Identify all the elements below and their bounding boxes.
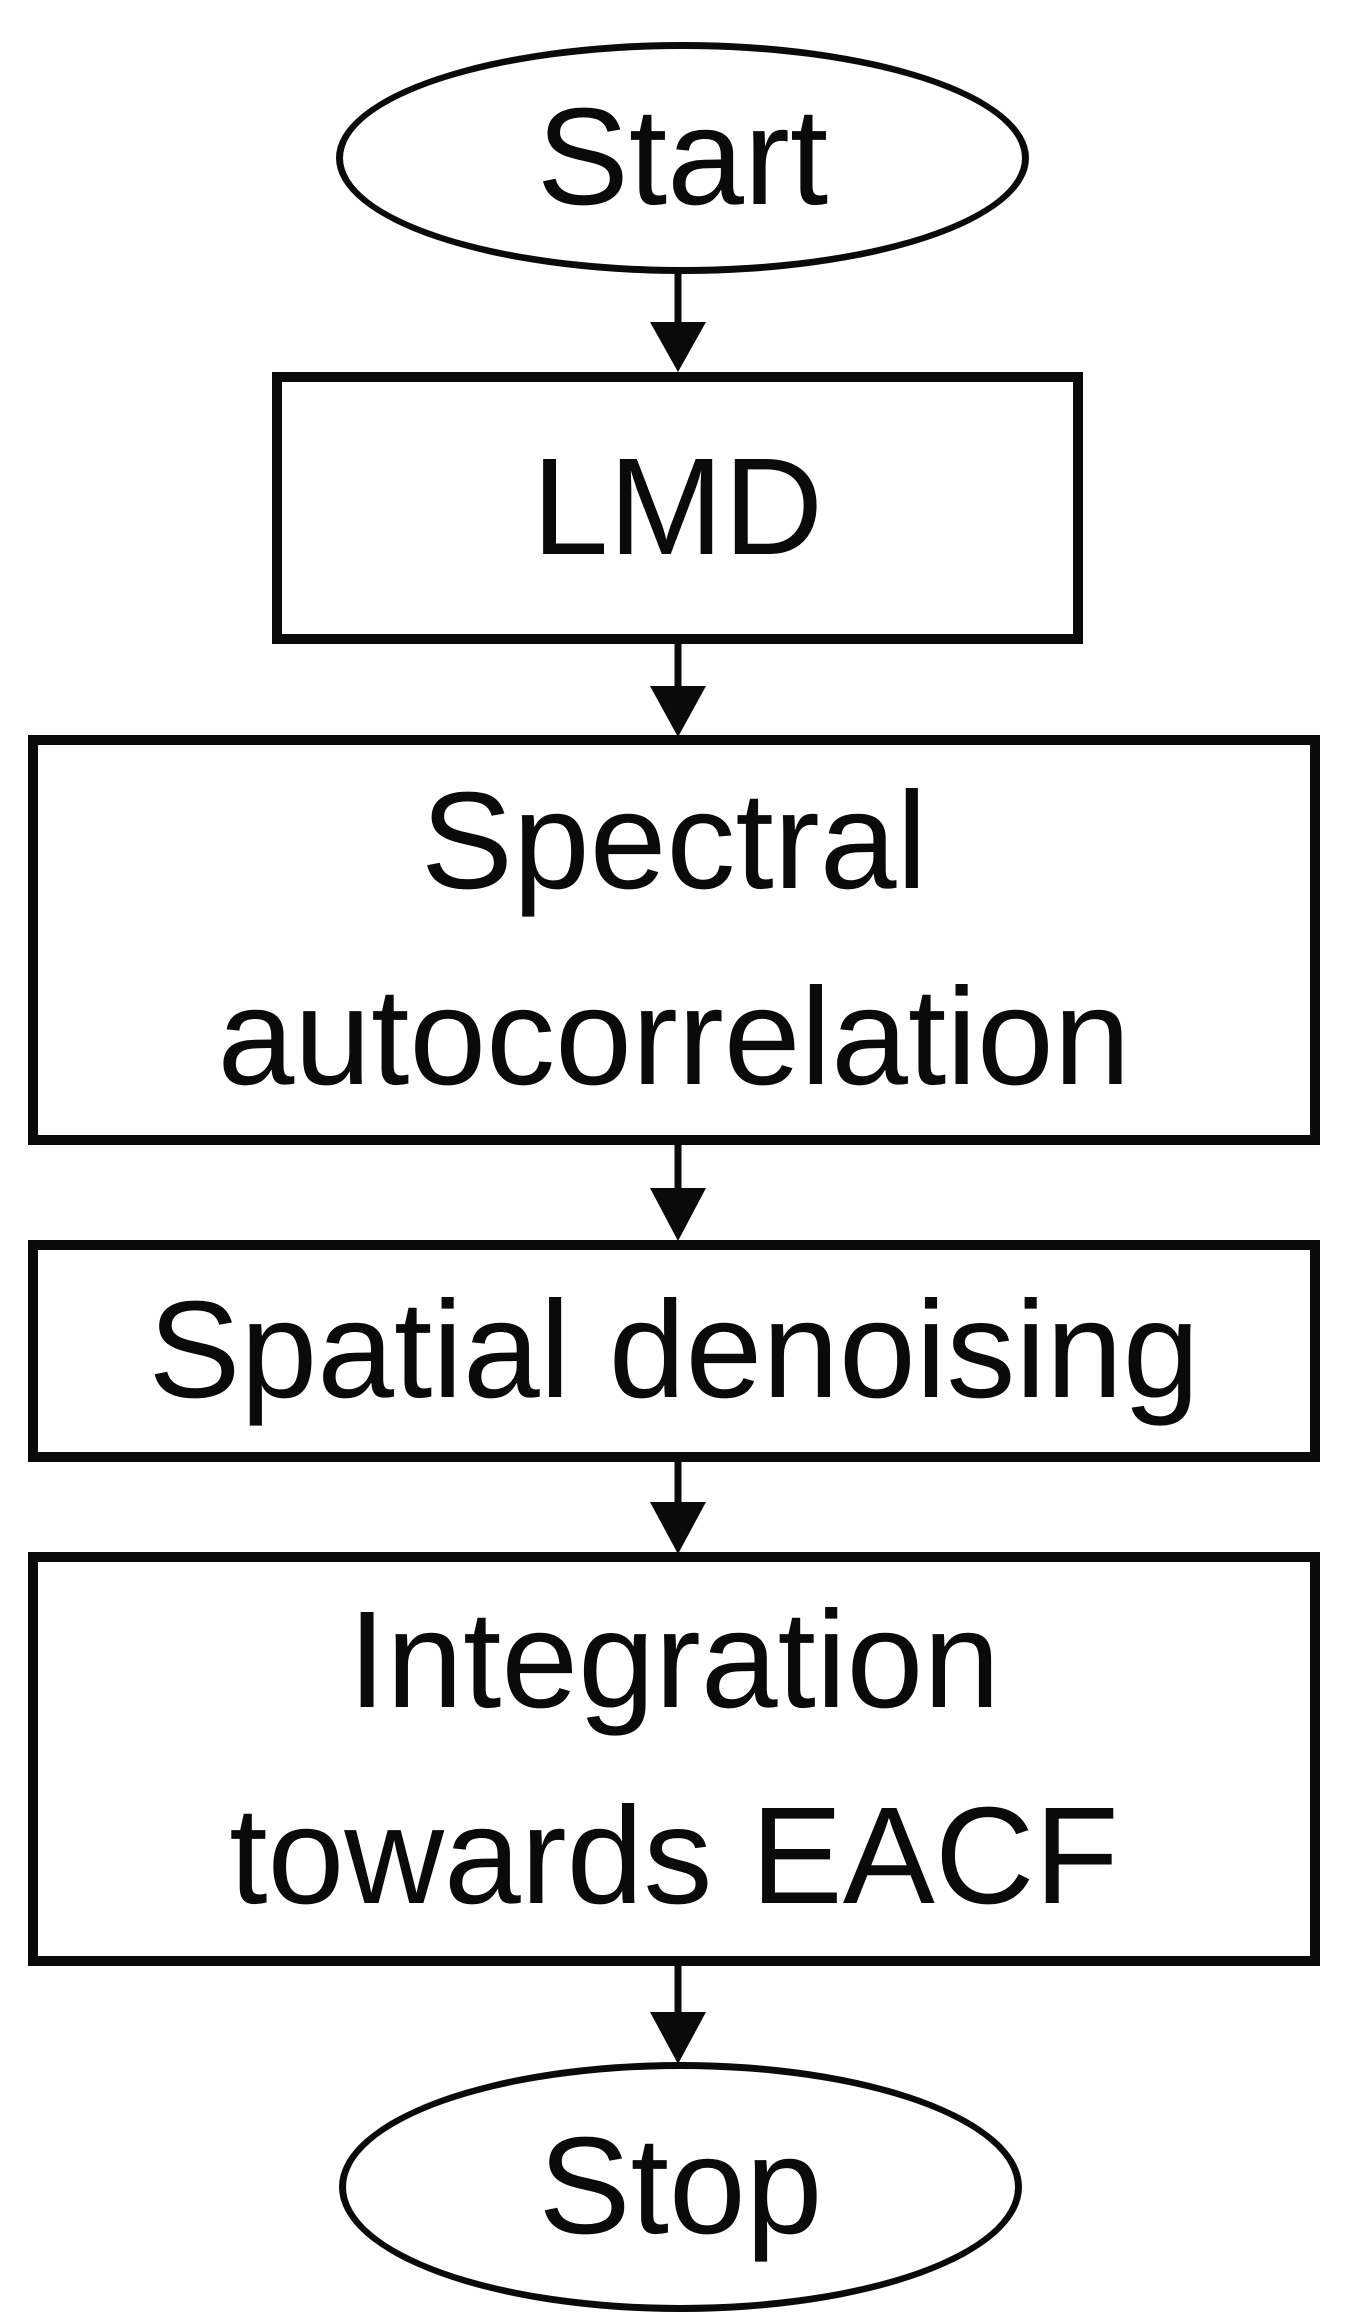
node-integration-eacf-process: Integration towards EACF	[28, 1552, 1320, 1966]
node-integration-eacf-label: Integration towards EACF	[229, 1583, 1119, 1933]
node-spectral-autocorrelation-process: Spectral autocorrelation	[28, 735, 1320, 1145]
node-spectral-autocorrelation-label: Spectral autocorrelation	[217, 764, 1131, 1114]
arrow-integration-to-stop	[650, 1962, 706, 2064]
node-lmd-label: LMD	[531, 430, 824, 585]
arrow-start-to-lmd	[650, 272, 706, 372]
node-spatial-denoising-process: Spatial denoising	[28, 1240, 1320, 1462]
node-start-label: Start	[536, 80, 829, 235]
node-spatial-denoising-label: Spatial denoising	[148, 1273, 1200, 1428]
arrow-spatial-to-integration	[650, 1458, 706, 1554]
node-start-terminator: Start	[336, 42, 1029, 274]
node-lmd-process: LMD	[272, 372, 1083, 644]
node-stop-terminator: Stop	[339, 2062, 1022, 2312]
arrow-lmd-to-spectral	[650, 640, 706, 737]
arrow-spectral-to-spatial	[650, 1141, 706, 1241]
node-stop-label: Stop	[538, 2109, 823, 2264]
